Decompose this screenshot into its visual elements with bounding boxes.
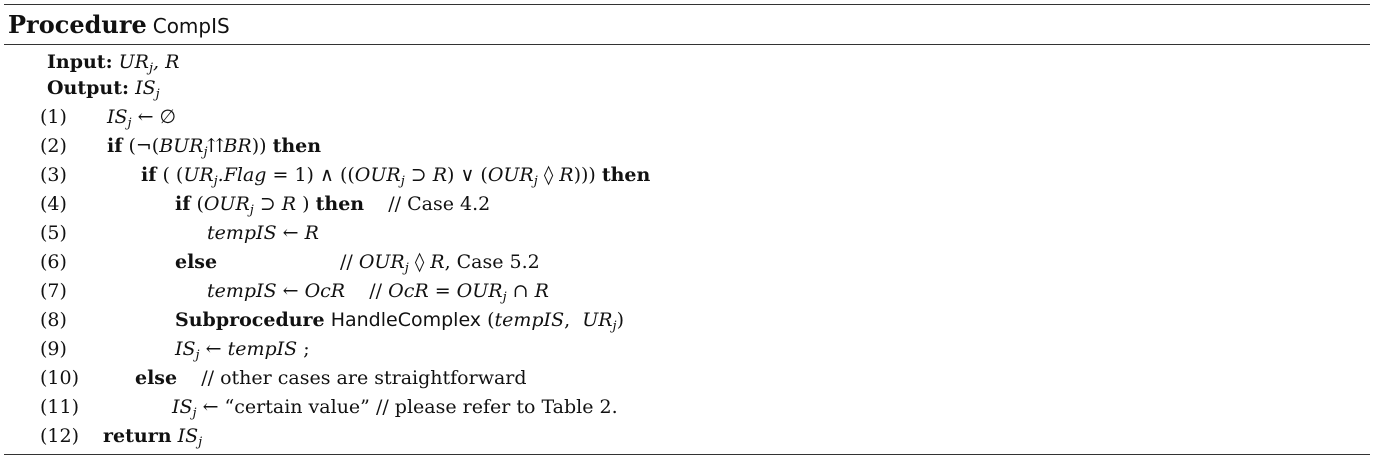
line-number: (1)	[40, 106, 67, 128]
line-number: (6)	[40, 251, 67, 273]
line-number: (8)	[40, 309, 67, 331]
subprocedure-name: HandleComplex	[330, 309, 482, 331]
line-code: Subprocedure HandleComplex (tempIS, URj)	[175, 309, 624, 334]
line-code: else // other cases are straightforward	[135, 367, 527, 389]
line-code: tempIS ← R	[207, 222, 319, 244]
line-code: tempIS ← OcR // OcR = OURj ∩ R	[207, 280, 549, 305]
line-number: (12)	[40, 425, 80, 447]
line-code: if (OURj ⊃ R ) then // Case 4.2	[175, 193, 491, 218]
line-code: ISj ← ∅	[107, 106, 177, 131]
line-comment: // Case 4.2	[388, 193, 491, 215]
line-number: (10)	[40, 367, 80, 389]
line-comment: // please refer to Table 2.	[375, 396, 618, 418]
input-value: URj, R	[118, 51, 180, 76]
input-label: Input:	[47, 51, 113, 73]
line-code: ISj ← “certain value” // please refer to…	[172, 396, 618, 421]
header-rule	[4, 44, 1370, 45]
procedure-keyword: Procedure	[8, 10, 147, 39]
line-number: (2)	[40, 135, 67, 157]
line-code: if ( (URj.Flag = 1) ∧ ((OURj ⊃ R) ∨ (OUR…	[141, 164, 651, 189]
line-code: else	[175, 251, 218, 273]
line-number: (11)	[40, 396, 80, 418]
line-comment: // OURj ◊ R, Case 5.2	[340, 251, 540, 276]
line-number: (7)	[40, 280, 67, 302]
bottom-rule	[4, 454, 1370, 455]
line-code: ISj ← tempIS ;	[175, 338, 310, 363]
line-code: return ISj	[103, 425, 203, 450]
line-number: (9)	[40, 338, 67, 360]
line-number: (4)	[40, 193, 67, 215]
top-rule	[4, 4, 1370, 5]
line-number: (5)	[40, 222, 67, 244]
procedure-name: CompIS	[152, 14, 230, 38]
line-number: (3)	[40, 164, 67, 186]
line-comment: // other cases are straightforward	[201, 367, 527, 389]
output-value: ISj	[135, 77, 160, 102]
output-label: Output:	[47, 77, 130, 99]
line-code: if (¬(BURj⇈BR)) then	[107, 135, 322, 160]
